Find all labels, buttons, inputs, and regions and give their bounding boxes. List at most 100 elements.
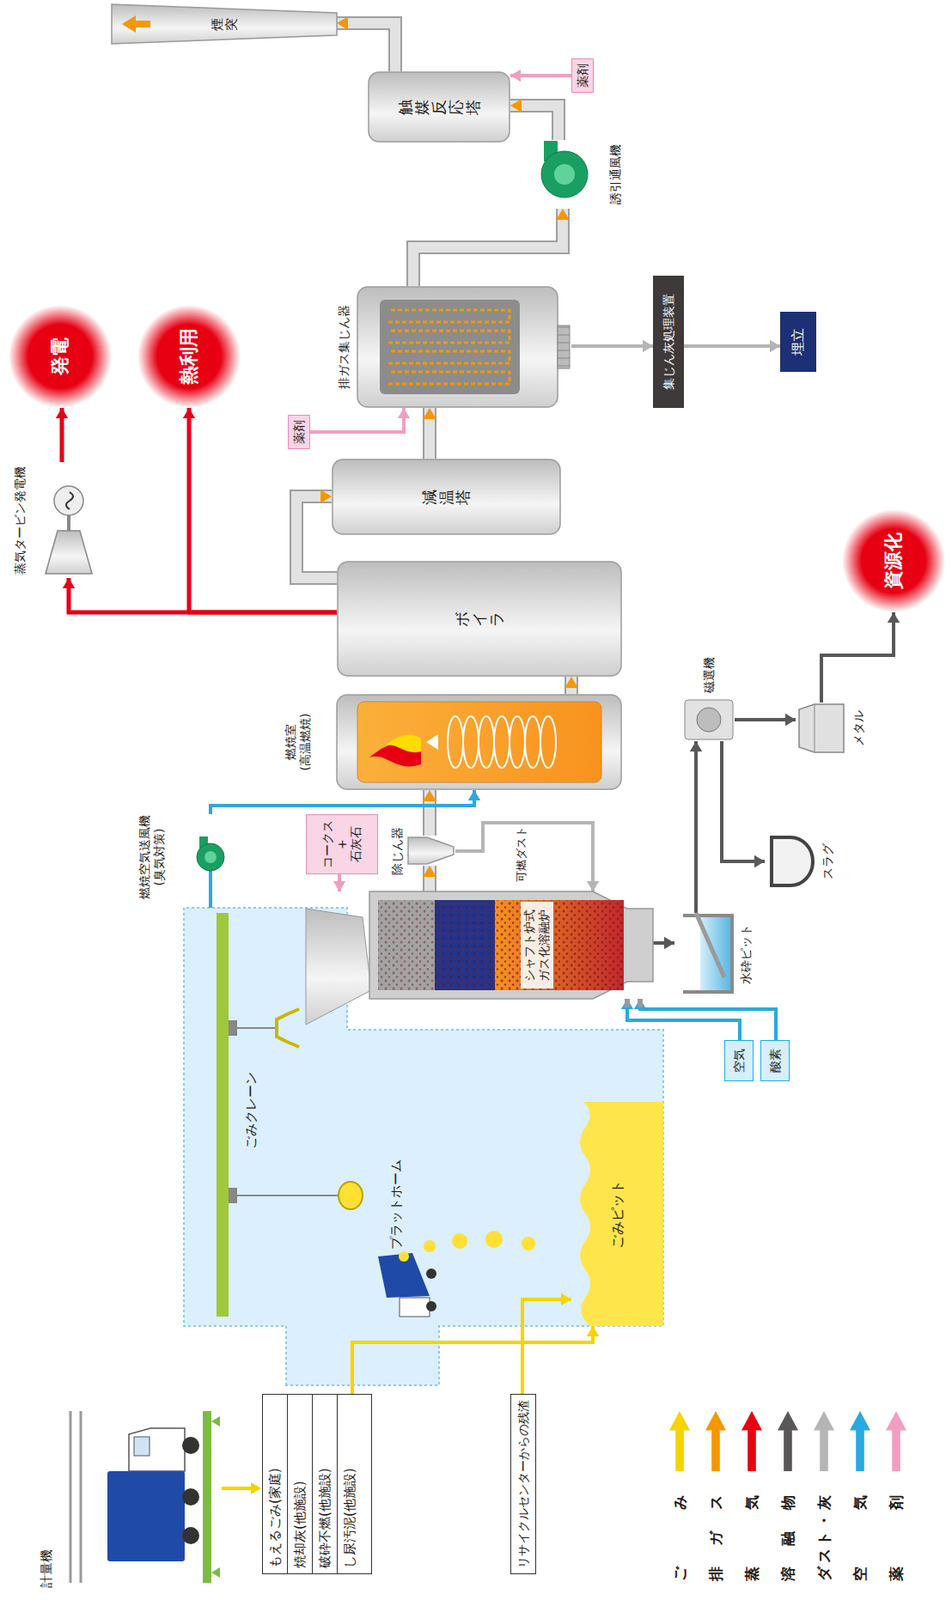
flow-connector	[422, 408, 437, 459]
drawing-part	[586, 1326, 599, 1337]
drawing-part	[397, 408, 410, 419]
drawing-part	[447, 716, 464, 769]
drawing-part	[814, 704, 816, 753]
process-node: 燃焼室 (高温燃焼)	[283, 694, 623, 791]
process-node: 煙突	[111, 4, 337, 44]
drawing-part	[640, 999, 776, 1041]
drawing-part	[541, 151, 588, 198]
drawing-part	[8, 305, 112, 409]
flow-connector	[336, 16, 396, 72]
flow-connector	[571, 340, 653, 353]
flow-connector	[333, 874, 346, 892]
drawing-part	[422, 866, 437, 892]
process-node: ボイラ	[336, 561, 623, 678]
drawing-part	[689, 741, 702, 752]
flow-connector	[510, 98, 559, 141]
drawing-part	[228, 1188, 238, 1204]
drawing-part	[211, 1416, 220, 1428]
drawing-part	[357, 286, 558, 408]
process-node: 発電	[8, 305, 112, 409]
drawing-part	[557, 335, 570, 336]
drawing-part	[510, 98, 522, 113]
drawing-part	[564, 677, 579, 689]
drawing-part	[378, 900, 435, 991]
node-text: 埋立	[789, 328, 806, 356]
drawing-part	[296, 496, 337, 579]
flow-connector	[210, 790, 481, 815]
drawing-part	[204, 851, 217, 864]
drawing-part	[571, 344, 653, 348]
process-node: 排ガス集じん器	[336, 286, 572, 409]
process-node: 薬剤	[571, 58, 594, 93]
drawing-part	[434, 900, 495, 991]
drawing-part	[821, 612, 894, 703]
node-text: 水砕ピット	[738, 924, 754, 985]
drawing-part	[208, 871, 213, 909]
drawing-part	[216, 913, 229, 1318]
process-node: シャフト炉式 ガス化溶融炉	[305, 891, 653, 1000]
drawing-part	[463, 716, 479, 769]
process-node: 誘引通風機	[537, 140, 623, 209]
process-node: 減温塔	[331, 458, 562, 536]
legend-text: 溶融物	[778, 1495, 799, 1582]
drawing-part	[422, 408, 437, 420]
drawing-part	[434, 900, 495, 991]
drawing-part	[621, 999, 634, 1010]
node-text: 酸素	[768, 1049, 783, 1074]
drawing-part	[54, 486, 84, 516]
drawing-part	[379, 299, 520, 395]
part-label: ごみクレーン	[243, 1072, 260, 1150]
drawing-part	[388, 310, 510, 323]
flow-connector	[522, 1293, 572, 1395]
drawing-part	[754, 855, 765, 868]
flow-connector	[310, 408, 410, 433]
drawing-part	[128, 1428, 185, 1472]
process-node: 磁選機	[683, 698, 735, 742]
drawing-part	[66, 492, 74, 510]
drawing-part	[494, 716, 510, 769]
process-node: リサイクルセンターからの残渣	[510, 1394, 537, 1575]
drawing-part	[237, 1027, 277, 1030]
node-shape	[674, 913, 735, 995]
flow-connector	[510, 69, 572, 82]
drawing-part	[494, 900, 624, 991]
drawing-part	[557, 358, 570, 360]
node-text: 触媒反応塔	[396, 99, 483, 116]
legend-text: 蒸気	[742, 1495, 763, 1582]
drawing-part	[422, 866, 437, 878]
drawing-part	[426, 1301, 437, 1313]
node-shape	[408, 836, 456, 867]
process-node: 薬剤	[287, 414, 311, 450]
process-node: メタル	[795, 702, 848, 755]
drawing-part	[276, 1009, 300, 1048]
drawing-part	[55, 408, 68, 419]
drawing-part	[333, 881, 346, 892]
node-text: 薬剤	[575, 63, 591, 88]
drawing-part	[310, 408, 404, 433]
drawing-part	[426, 734, 439, 751]
edge-label: 可燃ダスト	[513, 824, 530, 885]
drawing-part	[398, 1251, 409, 1263]
drawing-part	[237, 1195, 339, 1197]
drawing-part	[336, 23, 396, 72]
node-text: 磁選機	[701, 657, 717, 694]
flow-connector	[564, 677, 579, 695]
node-text: 燃焼室 (高温燃焼)	[283, 702, 313, 782]
node-text: 薬剤	[292, 420, 307, 445]
node-text: ごみピット	[609, 1180, 626, 1250]
drawing-part	[509, 716, 525, 769]
drawing-part	[769, 340, 781, 353]
drawing-part	[634, 999, 647, 1010]
legend-text: ごみ	[670, 1495, 690, 1582]
drawing-part	[336, 16, 348, 31]
process-node: コークス + 石灰石	[305, 814, 379, 875]
drawing-part	[423, 1240, 436, 1253]
drawing-part	[521, 1237, 536, 1252]
node-text: 破砕不燃(他施設)	[312, 1395, 338, 1575]
drawing-part	[189, 408, 337, 613]
drawing-part	[413, 208, 563, 287]
drawing-part	[557, 325, 570, 369]
drawing-part	[451, 1233, 468, 1250]
flow-connector	[55, 408, 68, 463]
drawing-part	[564, 677, 579, 695]
